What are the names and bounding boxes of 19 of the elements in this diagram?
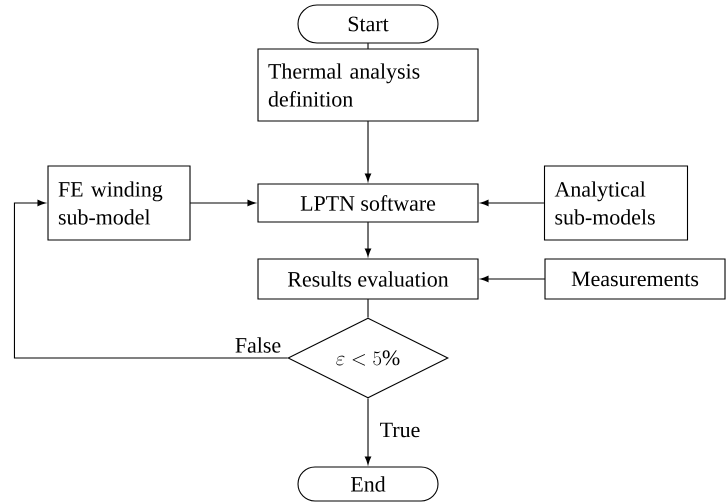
connector-line — [367, 300, 369, 318]
terminal-box: End — [297, 466, 439, 502]
terminal-box: Start — [297, 4, 439, 44]
process-box: Analytical sub-models — [544, 165, 688, 241]
edge-label: False — [236, 337, 280, 353]
connector-line — [367, 44, 369, 48]
arrow — [480, 200, 544, 206]
process-box: Results evaluation — [257, 258, 479, 300]
arrow — [480, 276, 544, 282]
process-box: Measurements — [544, 258, 726, 300]
arrow — [190, 200, 256, 206]
arrow — [14, 200, 288, 359]
arrow — [364, 222, 372, 257]
process-box: Thermal analysis definition — [257, 48, 479, 122]
arrow — [364, 398, 372, 465]
process-box: LPTN software — [257, 183, 479, 223]
process-box: FE winding sub-model — [47, 165, 191, 241]
arrow — [364, 122, 372, 182]
edge-label: True — [380, 422, 420, 438]
